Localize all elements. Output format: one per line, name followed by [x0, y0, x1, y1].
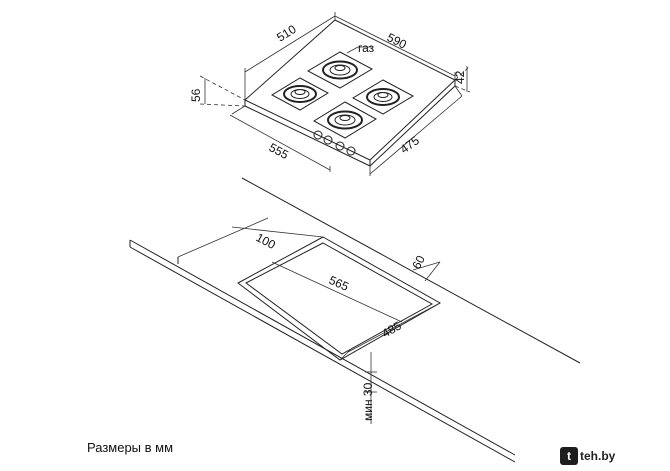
dim-line-555	[229, 105, 331, 172]
knob-4	[346, 146, 356, 156]
knob-3	[335, 141, 345, 151]
cutout-outer	[237, 236, 442, 361]
gas-connection	[346, 46, 372, 54]
countertop-front-top-edge	[129, 239, 516, 456]
dim-label-590: 590	[385, 30, 409, 52]
gas-label: газ	[358, 41, 375, 55]
dim-line-min30	[365, 352, 377, 424]
watermark-text: teh.by	[580, 449, 616, 463]
dim-line-590	[334, 15, 456, 80]
dim-label-min30: мин 30	[361, 382, 375, 421]
countertop-front-bottom-edge	[129, 246, 516, 463]
hob-illustration: газ 510 590 56 42	[189, 12, 471, 176]
dim-label-42: 42	[453, 70, 467, 84]
knob-2	[323, 135, 333, 145]
dim-line-56	[199, 75, 246, 107]
hob-top-surface	[244, 19, 456, 161]
dim-line-485	[339, 302, 441, 361]
dim-label-100: 100	[254, 230, 279, 252]
countertop-illustration: 100 60 565 485 мин 30	[129, 177, 581, 463]
watermark-logo: t teh.by	[560, 446, 615, 466]
control-knobs	[313, 130, 356, 156]
burner-front-right	[313, 101, 377, 139]
burner-rear-left	[306, 51, 374, 89]
dim-line-42	[454, 65, 471, 93]
logo-icon: t	[560, 447, 578, 465]
dim-line-565	[271, 261, 403, 323]
countertop-back-edge	[241, 177, 581, 364]
dim-label-60: 60	[409, 253, 428, 272]
units-caption: Размеры в мм	[87, 440, 174, 455]
dim-label-56: 56	[189, 88, 203, 102]
dim-label-565: 565	[327, 273, 351, 294]
burner-front-left	[270, 77, 330, 111]
dim-line-100	[177, 217, 324, 258]
dim-label-555: 555	[267, 140, 292, 162]
dim-line-475	[369, 85, 463, 176]
knob-1	[313, 130, 323, 140]
dim-line-60	[412, 261, 441, 282]
cutout-inner	[245, 242, 434, 355]
burner-rear-right	[351, 79, 415, 115]
